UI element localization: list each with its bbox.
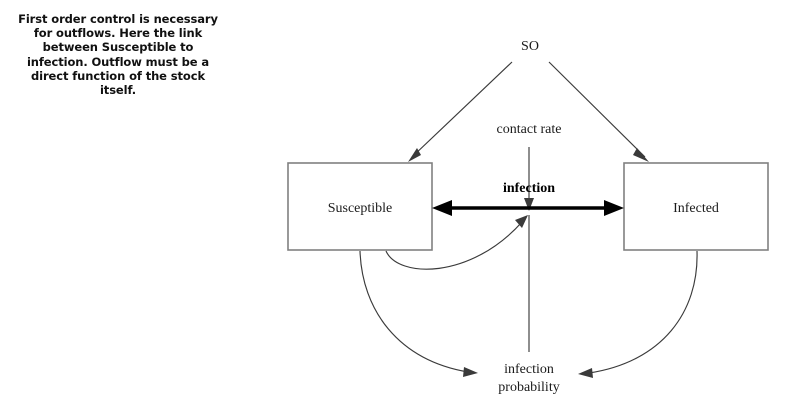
stock-susceptible-label: Susceptible [328,201,393,216]
link-infected-to-infection-probability [578,250,698,378]
link-so-to-infected [548,61,649,162]
stock-susceptible[interactable]: Susceptible [287,162,433,251]
variable-contact-rate-label: contact rate [497,122,562,137]
flow-infection-pipe[interactable] [432,200,624,216]
variable-infection-probability-label-line2: probability [498,380,559,395]
stock-infected-label: Infected [673,201,719,216]
stock-infected[interactable]: Infected [623,162,769,251]
link-so-to-susceptible [408,61,513,162]
link-contact-rate-to-infection [524,147,534,211]
link-susceptible-to-infection [385,215,528,270]
variable-infection-probability-label-line1: infection [504,362,554,377]
annotation-note: First order control is necessary for out… [18,12,218,98]
variable-so-label: SO [521,39,539,54]
flow-infection-label: infection [503,181,555,196]
link-susceptible-to-infection-probability [359,250,478,377]
